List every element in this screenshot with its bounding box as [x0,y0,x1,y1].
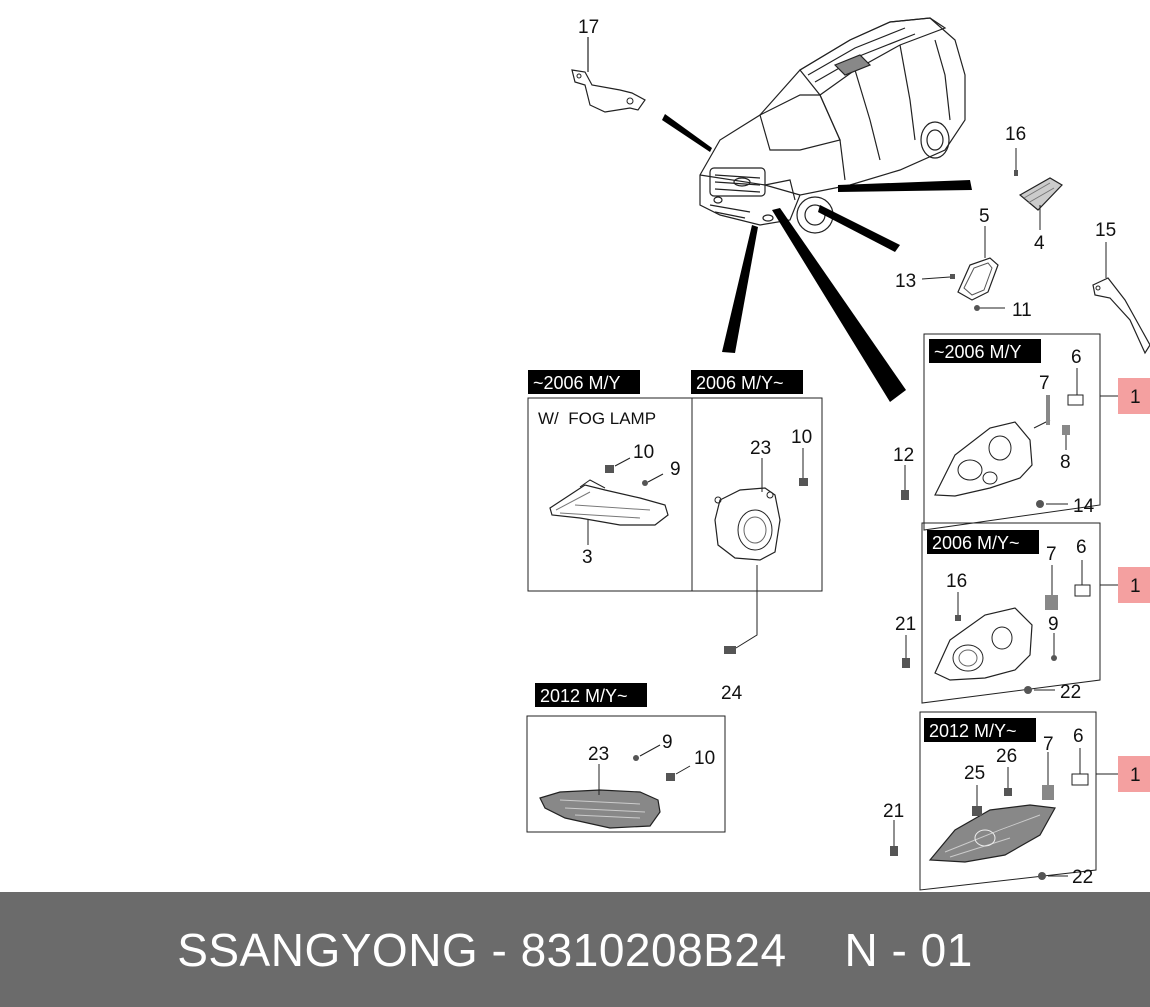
part-number: 8310208B24 [520,923,787,976]
callout-1-bottom: 1 [1130,765,1141,786]
head-2006-pre-callout-6: 6 [1071,347,1082,368]
part-5-lamp-bulb [921,226,1005,311]
fog-2006-pre-callout-9: 9 [670,459,681,480]
callout-1-top: 1 [1130,387,1141,408]
callout-21-bottom: 21 [883,801,904,822]
head-2006-pre-callout-7: 7 [1039,373,1050,394]
callout-17: 17 [578,17,599,38]
callout-12: 12 [893,445,914,466]
panel-fog-2006-post [691,370,823,654]
callout-1-mid: 1 [1130,576,1141,597]
fog-2006-post-callout-10: 10 [791,427,812,448]
brand-name: SSANGYONG [177,923,479,976]
callout-15: 15 [1095,220,1116,241]
label-fog-2006-pre: ~2006 M/Y [533,373,621,393]
callout-22-mid: 22 [1060,682,1081,703]
label-fog-2012: 2012 M/Y~ [540,686,628,706]
head-2012-callout-26: 26 [996,746,1017,767]
footer-caption: SSANGYONG - 8310208B24 N - 01 [0,892,1150,1007]
callout-21-mid: 21 [895,614,916,635]
part-4-side-repeater [1014,148,1063,230]
diagram-code: N - 01 [844,923,973,976]
fog-2006-pre-note: W/ FOG LAMP [538,409,656,428]
label-head-2012: 2012 M/Y~ [929,721,1017,741]
panel-headlamp-2006-post [902,522,1118,704]
head-2012-callout-25: 25 [964,763,985,784]
callout-4: 4 [1034,233,1045,254]
separator: - [491,923,508,976]
callout-11: 11 [1012,300,1032,321]
panel-fog-2012 [526,683,726,833]
panel-headlamp-2006-pre [901,333,1118,531]
callout-22-bottom: 22 [1072,867,1093,888]
fog-2006-post-callout-23: 23 [750,438,771,459]
head-2012-callout-6: 6 [1073,726,1084,747]
fog-2006-pre-callout-3: 3 [582,547,593,568]
head-2012-callout-7: 7 [1043,734,1054,755]
label-head-2006-post: 2006 M/Y~ [932,533,1020,553]
callout-highlights [1118,378,1150,792]
fog-2006-pre-callout-10: 10 [633,442,654,463]
footer-bar: SSANGYONG - 8310208B24 N - 01 [0,892,1150,1007]
callout-13: 13 [895,271,916,292]
part-17-bracket [571,37,646,113]
callout-5: 5 [979,206,990,227]
part-15-bracket [1092,242,1150,355]
head-2006-post-callout-16: 16 [946,571,967,592]
vehicle-illustration [699,17,966,234]
head-2006-post-callout-7: 7 [1046,544,1057,565]
label-fog-2006-post: 2006 M/Y~ [696,373,784,393]
head-2006-pre-callout-8: 8 [1060,452,1071,473]
callout-24: 24 [721,683,743,704]
head-2006-post-callout-6: 6 [1076,537,1087,558]
panel-fog-2006-pre [527,370,693,592]
fog-2012-callout-9: 9 [662,732,673,753]
panel-headlamp-2012 [890,711,1118,891]
fog-2012-callout-10: 10 [694,748,715,769]
fog-2012-callout-23: 23 [588,744,609,765]
callout-16-top: 16 [1005,124,1026,145]
parts-diagram: 17 16 5 4 15 13 11 W/ FOG LAMP 10 9 3 23… [526,17,1150,891]
head-2006-post-callout-9: 9 [1048,614,1059,635]
callout-14: 14 [1073,496,1095,517]
leader-wedges [662,114,972,402]
label-head-2006-pre: ~2006 M/Y [934,342,1022,362]
